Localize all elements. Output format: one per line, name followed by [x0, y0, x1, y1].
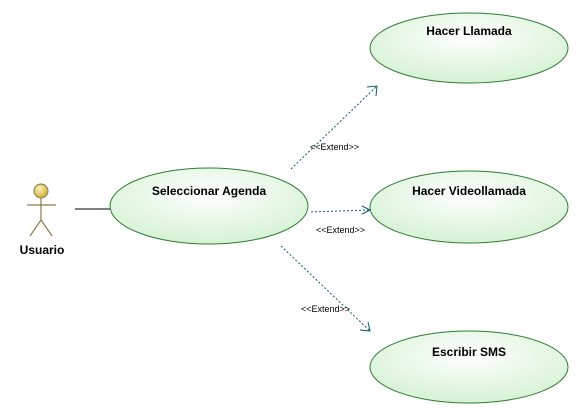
use-case-seleccionar-agenda[interactable]: Seleccionar Agenda [109, 167, 309, 245]
extend-arrowhead-icon [359, 321, 371, 332]
extend-arrowhead-icon [366, 85, 378, 97]
use-case-hacer-videollamada[interactable]: Hacer Videollamada [369, 170, 569, 244]
actor-label: Usuario [20, 243, 65, 257]
extend-line [280, 245, 371, 332]
extend-relation-videollamada[interactable]: <<Extend>> [310, 205, 372, 235]
actor-left-leg [29, 219, 42, 237]
extend-arrowhead-icon [361, 205, 372, 215]
extend-line [290, 85, 378, 170]
actor-usuario[interactable]: Usuario [20, 183, 65, 257]
use-case-label: Hacer Llamada [426, 24, 512, 38]
use-case-label: Hacer Videollamada [412, 184, 526, 198]
use-case-ellipse [369, 170, 569, 244]
actor-head-icon [33, 183, 49, 199]
actor-right-leg [40, 219, 53, 237]
use-case-ellipse [109, 167, 309, 245]
extend-line [310, 209, 371, 213]
use-case-escribir-sms[interactable]: Escribir SMS [369, 330, 569, 404]
extend-label: <<Extend>> [301, 304, 350, 314]
extend-relation-llamada[interactable]: <<Extend>> [290, 85, 378, 170]
use-case-label: Seleccionar Agenda [152, 184, 267, 198]
use-case-label: Escribir SMS [432, 345, 506, 359]
use-case-ellipse [369, 330, 569, 404]
extend-relation-sms[interactable]: <<Extend>> [280, 245, 371, 332]
use-case-hacer-llamada[interactable]: Hacer Llamada [369, 12, 569, 84]
extend-label: <<Extend>> [316, 225, 365, 235]
use-case-ellipse [369, 12, 569, 84]
extend-label: <<Extend>> [310, 142, 359, 152]
